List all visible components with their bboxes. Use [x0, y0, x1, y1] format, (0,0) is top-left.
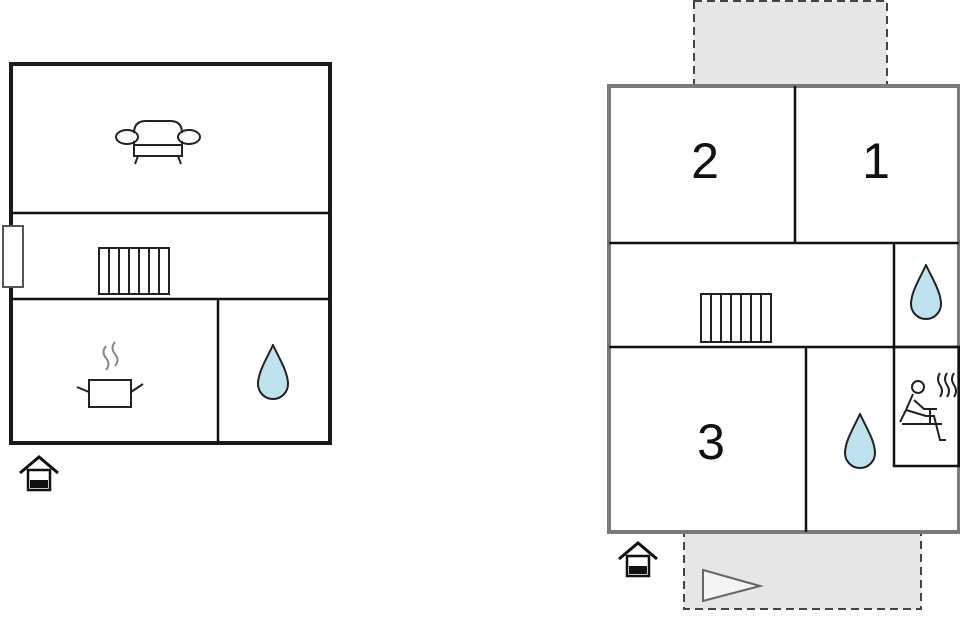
stairs-icon [700, 293, 772, 343]
sauna-icon [899, 372, 957, 441]
room-label-1: 1 [862, 133, 890, 189]
balcony [693, 0, 888, 86]
cooking-pot-icon [76, 341, 144, 408]
lounger-icon [702, 568, 764, 603]
sauna-room [892, 345, 960, 468]
sofa-icon [115, 120, 201, 165]
room-label-3: 3 [697, 414, 725, 470]
stairs-icon [98, 247, 170, 295]
side-door [2, 225, 24, 288]
room-label-2: 2 [691, 133, 719, 189]
upper-floor: 2 1 3 [607, 0, 960, 610]
upper-floor-outline [607, 84, 960, 534]
house-entrance-icon [18, 455, 60, 492]
ground-floor [2, 62, 332, 492]
house-entrance-icon [617, 541, 659, 578]
